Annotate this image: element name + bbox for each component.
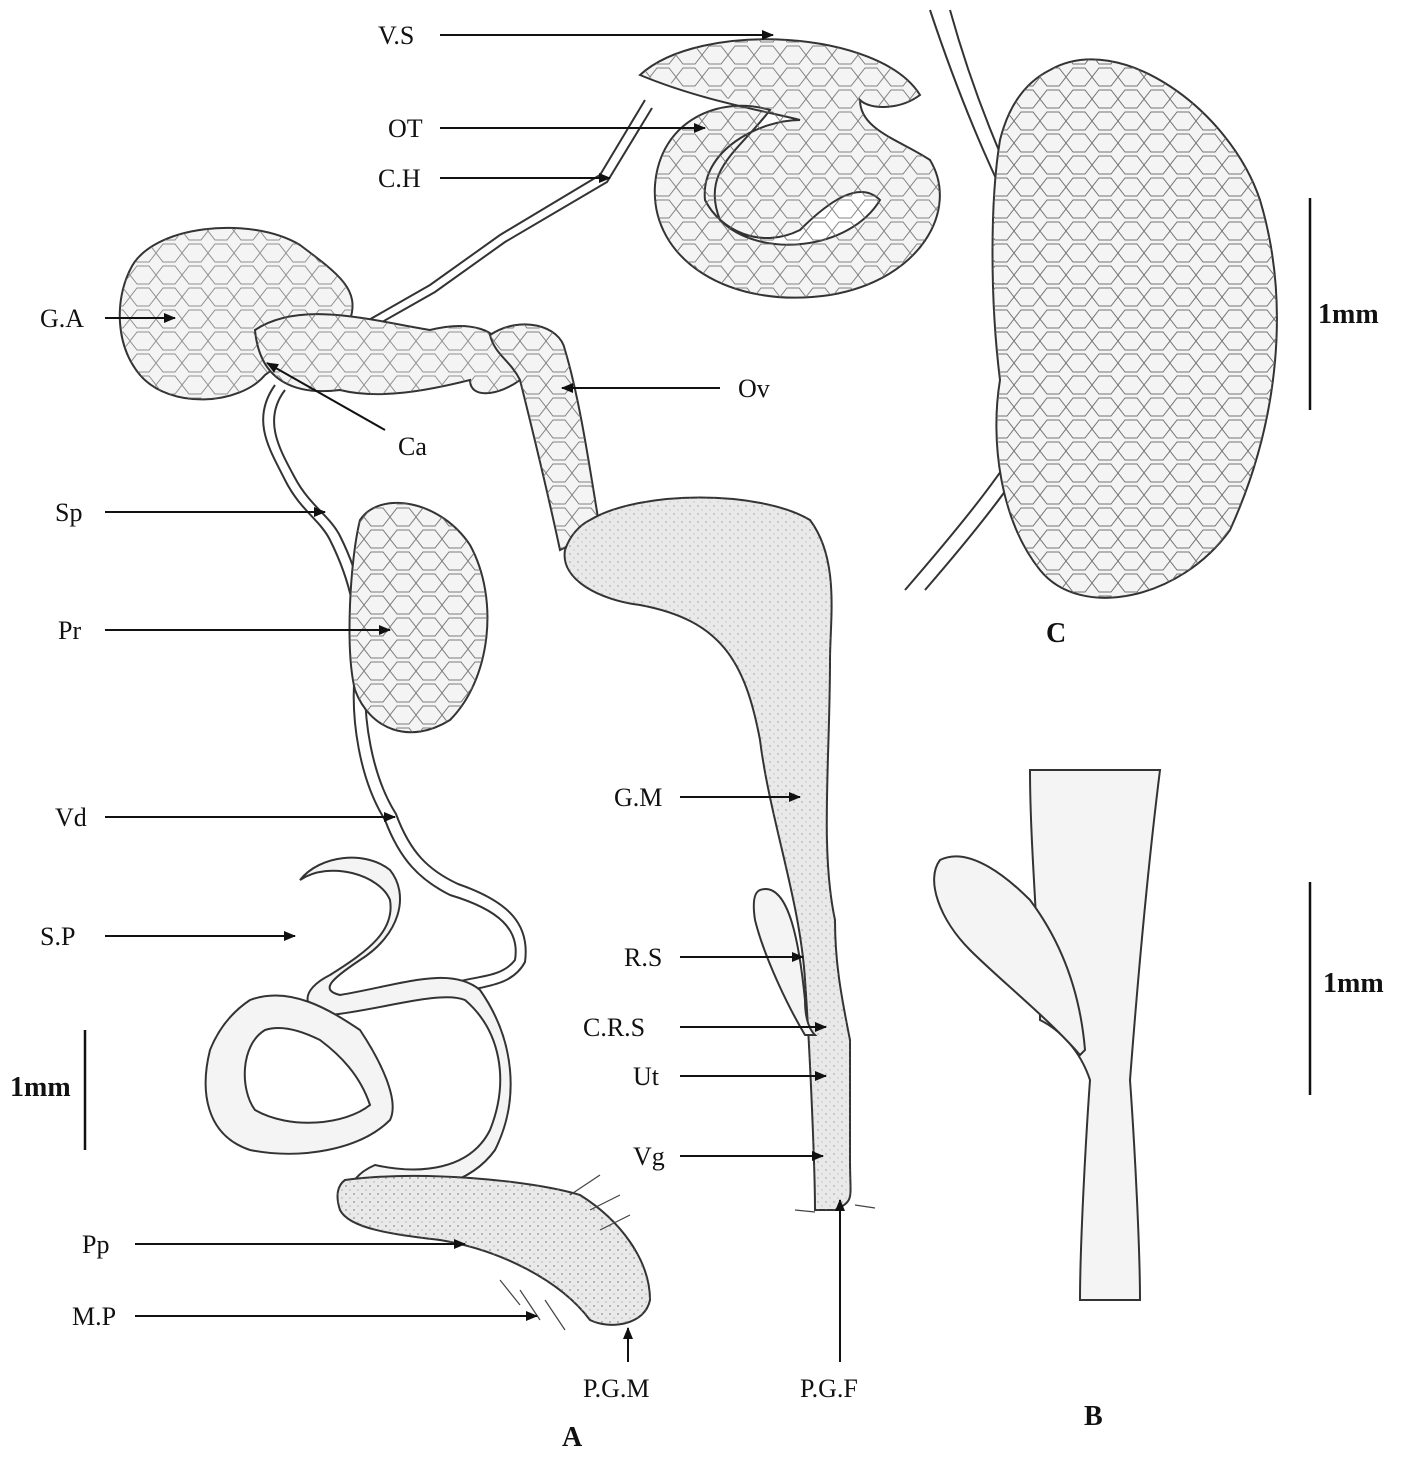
panel-label-c: C — [1046, 618, 1066, 649]
scale-label-a: 1mm — [10, 1072, 71, 1103]
label-ov: Ov — [738, 374, 770, 403]
ovotestis — [640, 39, 940, 297]
panel-label-b: B — [1084, 1401, 1103, 1432]
label-mp: M.P — [72, 1302, 116, 1331]
label-pgm: P.G.M — [583, 1374, 649, 1403]
label-ch: C.H — [378, 164, 421, 193]
panel-c-ovotestis — [905, 10, 1277, 598]
penis — [338, 1176, 650, 1325]
female-gland — [565, 498, 851, 1211]
label-vg: Vg — [633, 1142, 665, 1171]
label-rs: R.S — [624, 943, 662, 972]
prostate — [350, 503, 488, 732]
panel-label-a: A — [562, 1422, 583, 1453]
label-sp2: S.P — [40, 922, 75, 951]
scale-label-b: 1mm — [1323, 968, 1384, 999]
label-ot: OT — [388, 114, 423, 143]
label-sp: Sp — [55, 498, 82, 527]
label-pp: Pp — [82, 1230, 109, 1259]
label-ga: G.A — [40, 304, 84, 333]
panel-b-receptaculum — [934, 770, 1160, 1300]
label-pgf: P.G.F — [800, 1374, 858, 1403]
label-ut: Ut — [633, 1062, 660, 1091]
label-gm: G.M — [614, 783, 662, 812]
label-vs: V.S — [378, 21, 414, 50]
label-crs: C.R.S — [583, 1013, 645, 1042]
label-vd: Vd — [55, 803, 87, 832]
oviduct — [490, 324, 600, 550]
penis-sheath — [206, 858, 511, 1215]
label-pr: Pr — [58, 616, 81, 645]
label-ca: Ca — [398, 432, 427, 461]
scale-label-c: 1mm — [1318, 299, 1379, 330]
